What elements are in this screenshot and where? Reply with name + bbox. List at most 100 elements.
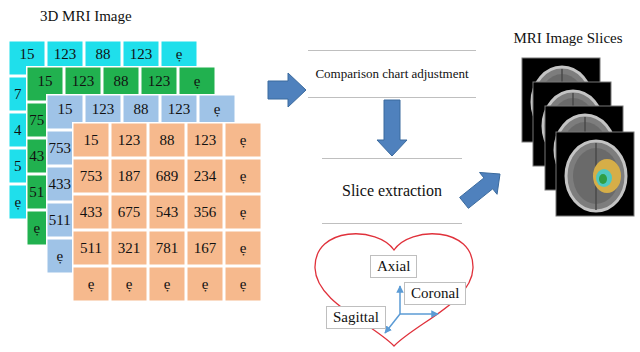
matrix-cell <box>188 196 223 229</box>
slice-stack <box>522 58 634 216</box>
matrix-value: ẹ <box>202 277 209 292</box>
matrix-value: 15 <box>84 133 99 148</box>
matrix-layer <box>72 122 262 302</box>
output-slices: MRI Image Slices <box>500 24 636 224</box>
matrix-layer <box>46 94 236 274</box>
matrix-cell <box>188 124 223 157</box>
matrix-cell <box>150 268 185 301</box>
matrix-value: 689 <box>156 169 179 184</box>
mri-slice <box>556 132 634 216</box>
matrix-value: 511 <box>49 213 71 228</box>
matrix-value: ẹ <box>14 195 21 210</box>
axis-label: Axial <box>377 258 410 274</box>
matrix-cell <box>150 232 185 265</box>
matrix-value: 167 <box>194 241 217 256</box>
matrix-ground <box>46 94 236 274</box>
matrix-cell <box>74 160 109 193</box>
matrix-value: 88 <box>134 101 149 116</box>
matrix-cell <box>188 160 223 193</box>
matrix-value: ẹ <box>240 205 247 220</box>
matrix-value: 675 <box>118 205 141 220</box>
matrix-value: 433 <box>49 177 72 192</box>
axis-label: Coronal <box>411 285 459 301</box>
matrix-value: ẹ <box>126 277 133 292</box>
matrix-value: 75 <box>29 113 44 128</box>
axis-label-box: Coronal <box>404 282 466 305</box>
matrix-cell <box>74 232 109 265</box>
axis-label-box: Axial <box>370 255 417 278</box>
matrix-value: 234 <box>194 169 217 184</box>
matrix-value: 543 <box>156 205 179 220</box>
matrix-value: 7 <box>14 87 22 102</box>
flow-arrow <box>268 73 306 107</box>
matrix-value: 123 <box>130 46 153 61</box>
matrix-value: ẹ <box>56 249 63 264</box>
matrix-value: 88 <box>160 133 175 148</box>
matrix-value: 123 <box>72 73 95 88</box>
matrix-value: 123 <box>92 101 115 116</box>
flow-arrow <box>460 172 500 208</box>
matrix-cell <box>226 124 261 157</box>
matrix-value: 187 <box>118 169 141 184</box>
matrix-cell <box>226 232 261 265</box>
matrix-cell <box>188 268 223 301</box>
process-band: Slice extraction <box>322 158 462 224</box>
matrix-value: 433 <box>80 205 103 220</box>
axis-line <box>385 314 400 333</box>
matrix-value: 4 <box>14 123 22 138</box>
matrix-cell <box>112 232 147 265</box>
matrix-value: 123 <box>54 46 77 61</box>
matrix-cell <box>112 160 147 193</box>
heart-outline <box>315 234 473 346</box>
matrix-cell <box>150 124 185 157</box>
matrix-value: 511 <box>80 241 102 256</box>
matrix-value: ẹ <box>164 277 171 292</box>
matrix-value: 123 <box>168 101 191 116</box>
matrix-value: 51 <box>29 185 44 200</box>
matrix-cell <box>112 196 147 229</box>
matrix-stack <box>8 40 262 302</box>
axis-line <box>399 286 401 314</box>
process-band: Comparison chart adjustment <box>308 50 476 98</box>
matrix-cell <box>226 268 261 301</box>
matrix-value: 123 <box>194 133 217 148</box>
matrix-cell <box>150 160 185 193</box>
axis-line <box>400 313 438 315</box>
matrix-value: 15 <box>20 46 35 61</box>
matrix-cell <box>150 196 185 229</box>
matrix-value: 43 <box>29 149 44 164</box>
heading: 3D MRI Image <box>40 8 266 25</box>
process-label: Comparison chart adjustment <box>315 66 468 82</box>
matrix-value: 15 <box>38 73 53 88</box>
matrix-cell <box>112 268 147 301</box>
matrix-value: 356 <box>194 205 217 220</box>
matrix-value: 781 <box>156 241 179 256</box>
matrix-cell <box>112 124 147 157</box>
heading: MRI Image Slices <box>500 30 636 47</box>
matrix-value: ẹ <box>33 221 40 236</box>
matrix-value: 321 <box>118 241 141 256</box>
matrix-value: ẹ <box>240 133 247 148</box>
process-label: Slice extraction <box>342 181 442 200</box>
matrix-value: ẹ <box>240 241 247 256</box>
matrix-cell <box>188 232 223 265</box>
matrix-value: 753 <box>49 141 72 156</box>
matrix-value: ẹ <box>88 277 95 292</box>
matrix-cell <box>74 196 109 229</box>
matrix-value: 123 <box>118 133 141 148</box>
matrix-ground <box>72 122 262 302</box>
matrix-cell <box>74 124 109 157</box>
matrix-cell <box>74 268 109 301</box>
matrix-value: ẹ <box>176 46 183 61</box>
matrix-value: ẹ <box>194 73 201 88</box>
matrix-value: 123 <box>148 73 171 88</box>
matrix-value: ẹ <box>214 101 221 116</box>
matrix-cell <box>226 160 261 193</box>
matrix-value: 753 <box>80 169 103 184</box>
matrix-value: 5 <box>14 159 22 174</box>
matrix-value: 88 <box>114 73 129 88</box>
matrix-cell <box>226 196 261 229</box>
matrix-value: 15 <box>58 101 73 116</box>
axis-label-box: Sagittal <box>326 306 386 329</box>
